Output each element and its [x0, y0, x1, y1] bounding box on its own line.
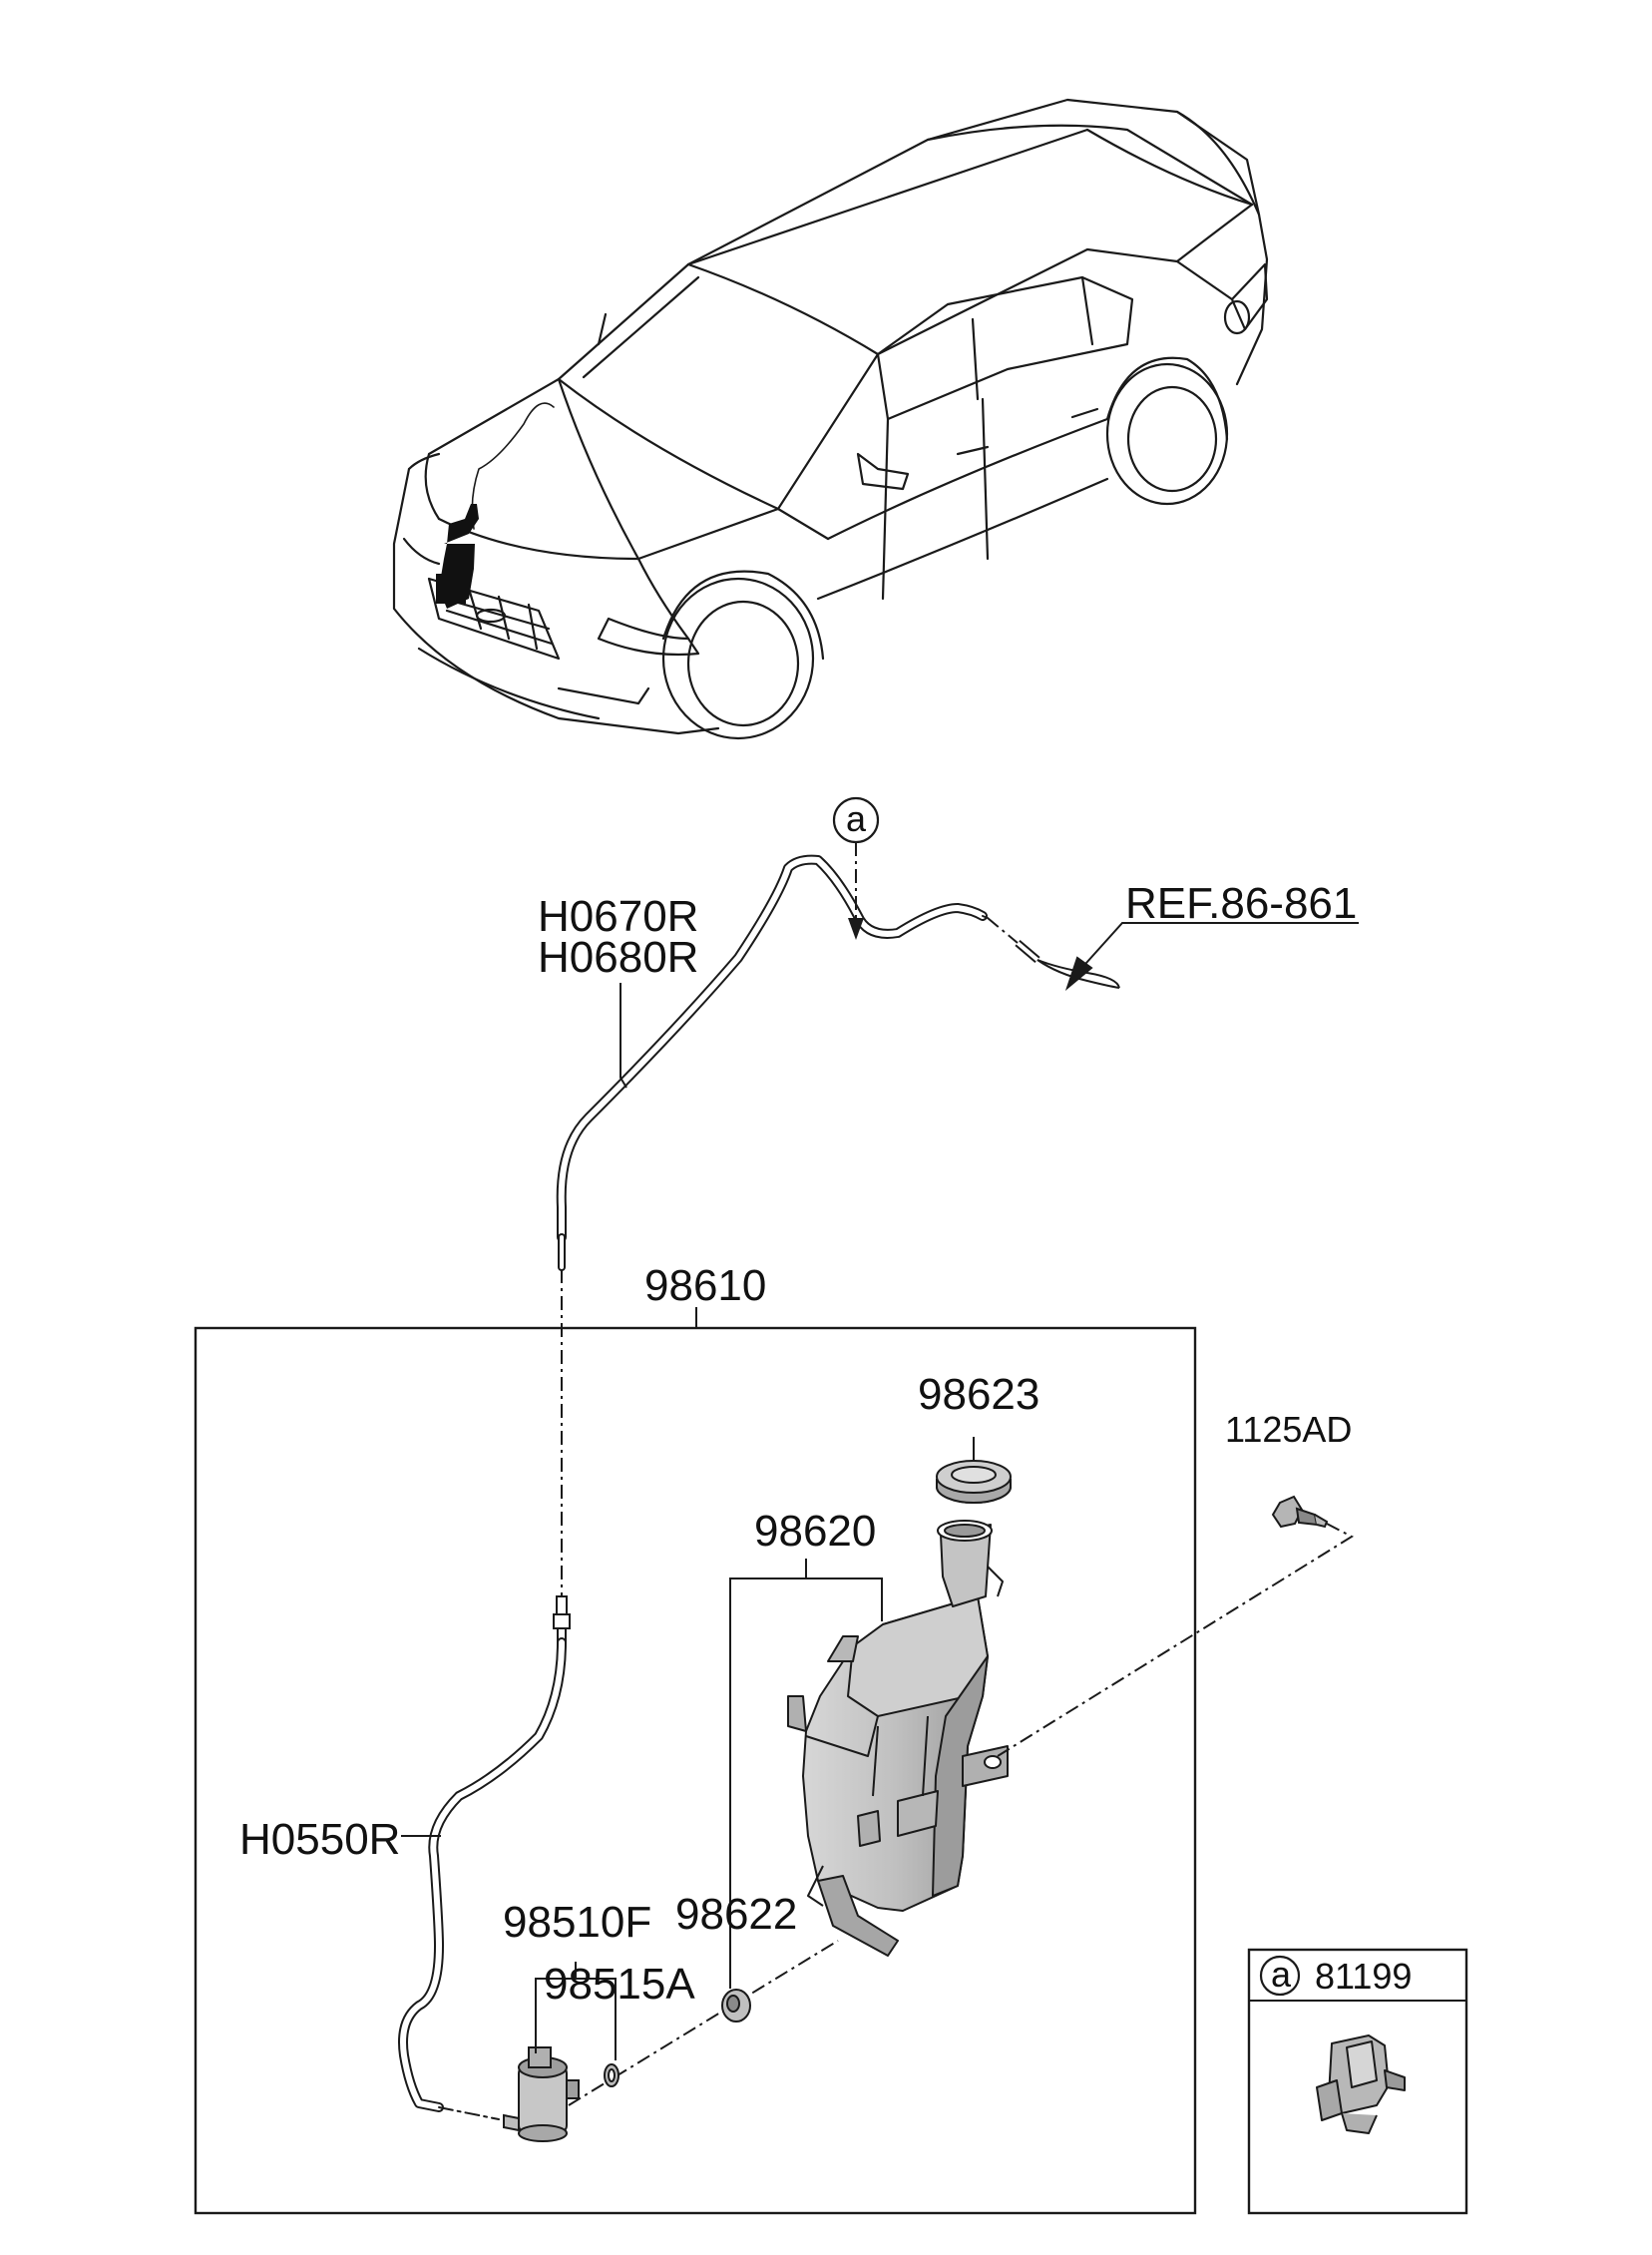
grommet — [721, 1989, 751, 2023]
grommet-label: 98622 — [675, 1890, 798, 1939]
seal-label: 98515A — [544, 1960, 695, 2009]
hose-upper-leader — [620, 983, 627, 1089]
bolt-mount-dashed — [997, 1523, 1355, 1757]
hose-clip — [1316, 2034, 1406, 2134]
upper-hose — [556, 854, 989, 1271]
clip-key-circle — [1259, 1955, 1301, 1997]
hose-upper-label-2: H0680R — [538, 933, 699, 982]
reservoir-cap — [936, 1460, 1012, 1504]
callout-a-marker — [832, 796, 880, 940]
assembly-label: 98610 — [644, 1261, 767, 1310]
assembly-box — [194, 1326, 1197, 2215]
clip-label: 81199 — [1315, 1956, 1413, 1997]
ref-leader — [1064, 922, 1359, 992]
washer-reservoir — [787, 1520, 1009, 1957]
mounting-bolt — [1271, 1495, 1329, 1529]
bolt-label: 1125AD — [1225, 1409, 1353, 1450]
hose-joint-connector — [553, 1595, 571, 1643]
ref-label: REF.86-861 — [1125, 879, 1358, 928]
lower-hose — [398, 1637, 567, 2120]
washer-pump — [503, 2046, 580, 2142]
pump-label: 98510F — [503, 1898, 652, 1947]
vehicle-illustration — [392, 98, 1269, 740]
reservoir-on-vehicle-icon — [436, 504, 479, 609]
clip-key-label: a — [1271, 1954, 1292, 1995]
clip-inset-box — [1247, 1948, 1468, 2215]
pump-seal — [604, 2063, 620, 2087]
cap-label: 98623 — [918, 1370, 1040, 1419]
hose-lower-label: H0550R — [239, 1815, 401, 1864]
reservoir-label: 98620 — [754, 1507, 877, 1556]
hose-connector-dashed — [987, 917, 1120, 989]
callout-a-label: a — [846, 798, 867, 839]
hose-upper-label-1: H0670R — [538, 892, 699, 941]
